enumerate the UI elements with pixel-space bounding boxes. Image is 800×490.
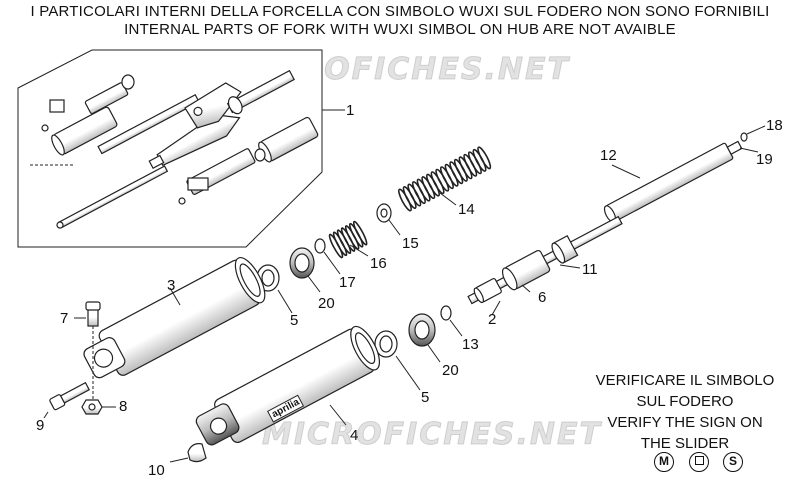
leader-15	[388, 219, 401, 236]
clip-17	[314, 238, 326, 254]
callout-17: 17	[339, 274, 356, 291]
leader-17	[323, 251, 341, 275]
fork-kit-box	[17, 49, 345, 248]
leader-14	[439, 192, 457, 206]
spring-16-coils	[328, 220, 368, 259]
kit-clamp-2	[187, 177, 209, 191]
callout-19: 19	[756, 151, 773, 168]
fork-slider-4	[195, 325, 381, 446]
callout-20-upper: 20	[318, 295, 335, 312]
nut-8	[81, 399, 103, 415]
leader-18	[746, 125, 766, 135]
callout-18: 18	[766, 117, 783, 134]
callout-6: 6	[538, 289, 547, 306]
oil-seal-20-upper	[289, 247, 315, 279]
leader-19	[739, 147, 759, 153]
spring-16-coils-coil	[332, 231, 348, 257]
callout-11: 11	[582, 261, 598, 278]
leader-13	[449, 319, 463, 337]
callout-16: 16	[370, 255, 387, 272]
leader-2	[491, 300, 501, 316]
leader-4	[329, 404, 347, 426]
callout-12: 12	[600, 147, 617, 164]
spring-16-coils-coil	[340, 227, 356, 252]
symbol-square-icon	[689, 452, 709, 472]
bolt-7	[85, 301, 101, 400]
callout-4: 4	[350, 427, 359, 444]
kit-seal-ring	[121, 74, 135, 90]
leader-5-upper	[277, 289, 293, 314]
symbol-m-icon: M	[654, 452, 674, 472]
leader-10	[169, 457, 189, 463]
leader-5-lower	[395, 355, 421, 391]
kit-crown	[148, 114, 241, 170]
callout-13: 13	[462, 336, 479, 353]
kit-damper-rod-2	[56, 165, 169, 229]
spring-16-coils-coil	[336, 229, 352, 255]
oring-18	[740, 132, 748, 142]
verify-line-3: VERIFY THE SIGN ON	[607, 414, 763, 431]
kit-bolt-2	[178, 197, 186, 205]
verify-line-2: SUL FODERO	[636, 393, 734, 410]
washer-13	[440, 305, 452, 321]
kit-clamp	[49, 99, 65, 113]
spring-16-coils-coil	[348, 222, 364, 248]
leader-9	[43, 411, 49, 419]
fork-slider-3	[83, 257, 266, 379]
damper-tube-12	[603, 140, 743, 223]
dust-seal-5-lower	[374, 330, 398, 358]
leader-11	[559, 264, 581, 269]
callout-3: 3	[167, 277, 176, 294]
oil-seal-20-lower	[408, 313, 436, 347]
spring-16-coils-coil	[352, 220, 368, 246]
verify-note: VERIFICARE IL SIMBOLO SUL FODERO VERIFY …	[585, 370, 785, 454]
callout-15: 15	[402, 235, 419, 252]
spring-14-coils-coil	[477, 146, 492, 170]
leader-6	[521, 284, 531, 293]
callout-14: 14	[458, 201, 475, 218]
header-english: INTERNAL PARTS OF FORK WITH WUXI SIMBOL …	[124, 21, 676, 38]
kit-damper-rod	[97, 94, 200, 155]
callout-10: 10	[148, 462, 165, 479]
header-italian: I PARTICOLARI INTERNI DELLA FORCELLA CON…	[30, 3, 770, 20]
callout-2: 2	[488, 311, 497, 328]
watermark-bottom: MICROFICHES.NET	[262, 417, 602, 453]
callout-5-lower: 5	[421, 389, 430, 406]
leader-20-upper	[307, 275, 321, 293]
kit-washer	[254, 148, 266, 162]
callout-9: 9	[36, 417, 45, 434]
spring-14-coils	[398, 146, 492, 212]
verify-line-1: VERIFICARE IL SIMBOLO	[595, 372, 775, 389]
spring-16-coils-coil	[328, 233, 344, 259]
springs-group	[328, 146, 492, 259]
cap-10	[187, 443, 207, 463]
kit-bolt	[41, 124, 49, 132]
spring-14	[396, 143, 496, 210]
leader-20-lower	[427, 344, 441, 363]
leader-3	[169, 287, 181, 306]
callout-20-lower: 20	[442, 362, 459, 379]
symbol-s-icon: S	[723, 452, 743, 472]
callout-7: 7	[60, 310, 69, 327]
callout-1: 1	[346, 102, 355, 119]
rod-assembly	[467, 215, 623, 305]
bolt-9	[49, 381, 91, 411]
kit-slider-left	[51, 106, 118, 156]
leader-12	[611, 164, 641, 179]
leader-16	[349, 244, 369, 257]
callout-8: 8	[119, 398, 128, 415]
kit-stem	[226, 69, 295, 115]
callout-5-upper: 5	[290, 312, 299, 329]
verify-line-4: THE SLIDER	[640, 435, 730, 452]
